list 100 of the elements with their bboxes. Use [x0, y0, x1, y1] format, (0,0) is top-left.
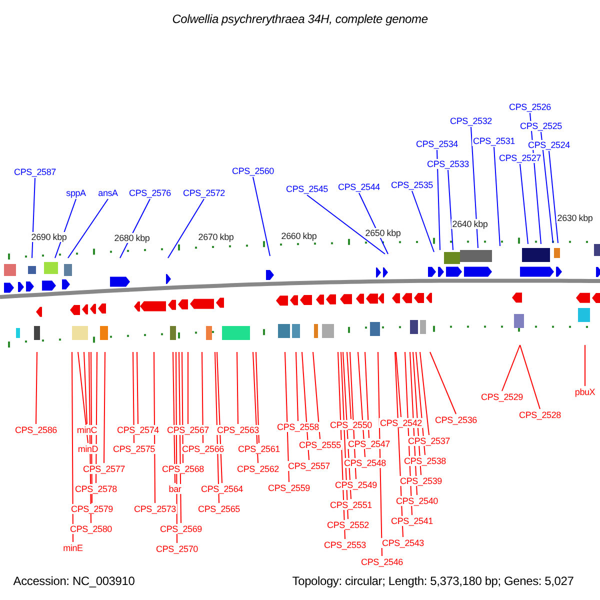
- gene-label: CPS_2587: [13, 167, 57, 177]
- gene-label: CPS_2578: [74, 484, 118, 494]
- leader-line: [584, 344, 586, 386]
- gene-label: pbuX: [574, 387, 596, 397]
- leader-line: [494, 146, 500, 246]
- gene-label: CPS_2545: [285, 184, 329, 194]
- gene-label: CPS_2562: [236, 464, 280, 474]
- gene-label: CPS_2524: [527, 140, 571, 150]
- leader-line: [202, 352, 204, 444]
- gene-label: CPS_2539: [399, 476, 443, 486]
- leader-line: [420, 352, 430, 436]
- gene-label: CPS_2569: [159, 524, 203, 534]
- gene-label: CPS_2572: [182, 188, 226, 198]
- scale-label: 2630 kbp: [556, 213, 594, 223]
- leader-line: [364, 352, 370, 438]
- gene-label: CPS_2576: [128, 188, 172, 198]
- gene-label: CPS_2560: [231, 166, 275, 176]
- gene-label: CPS_2551: [329, 500, 373, 510]
- gene-label: CPS_2529: [480, 392, 524, 402]
- gene-label: CPS_2535: [390, 180, 434, 190]
- gene-label: minD: [76, 444, 100, 454]
- leader-line: [548, 150, 558, 244]
- leader-line: [36, 352, 38, 424]
- leader-line: [136, 352, 138, 424]
- scale-label: 2650 kbp: [364, 228, 402, 238]
- leader-line: [154, 352, 156, 504]
- leader-line: [72, 352, 74, 542]
- gene-label: CPS_2541: [390, 516, 434, 526]
- gene-label: minE: [62, 543, 84, 553]
- leader-line: [84, 352, 88, 424]
- gene-label: CPS_2565: [197, 504, 241, 514]
- leader-line: [520, 164, 528, 244]
- gene-label: CPS_2532: [449, 116, 493, 126]
- scale-label: 2670 kbp: [197, 232, 235, 242]
- gene-label: CPS_2570: [155, 544, 199, 554]
- footer-text: Topology: circular; Length: 5,373,180 bp; Genes: 5,027: [291, 576, 575, 586]
- gene-label: CPS_2528: [518, 410, 562, 420]
- scale-label: 2690 kbp: [30, 232, 68, 242]
- gene-label: CPS_2546: [360, 557, 404, 567]
- gene-label: CPS_2536: [434, 415, 478, 425]
- leader-line: [252, 176, 270, 256]
- diagram-title: Colwellia psychrerythraea 34H, complete genome: [171, 14, 429, 24]
- gene-label: CPS_2573: [133, 504, 177, 514]
- leader-line: [448, 170, 454, 250]
- footer-text: Accession: NC_003910: [12, 576, 136, 586]
- gene-label: CPS_2537: [407, 436, 451, 446]
- gene-label: CPS_2534: [415, 139, 459, 149]
- gene-label: CPS_2586: [14, 425, 58, 435]
- gene-label: CPS_2580: [69, 524, 113, 534]
- gene-label: CPS_2550: [329, 420, 373, 430]
- gene-label: CPS_2543: [381, 538, 425, 548]
- leader-line: [520, 344, 540, 410]
- gene-label: CPS_2540: [395, 496, 439, 506]
- leader-line: [68, 198, 108, 258]
- gene-label: CPS_2577: [82, 464, 126, 474]
- gene-label: CPS_2552: [326, 520, 370, 530]
- gene-label: CPS_2553: [323, 540, 367, 550]
- leader-line: [306, 194, 386, 254]
- gene-label: CPS_2525: [519, 121, 563, 131]
- leader-line: [96, 352, 98, 484]
- gene-label: CPS_2527: [498, 153, 542, 163]
- leader-line: [256, 352, 260, 444]
- gene-label: sppA: [65, 188, 87, 198]
- leader-line: [178, 352, 182, 524]
- leader-line: [172, 352, 176, 484]
- leader-line: [216, 352, 222, 484]
- gene-label: CPS_2559: [267, 483, 311, 493]
- gene-label: CPS_2557: [287, 461, 331, 471]
- gene-label: CPS_2533: [426, 159, 470, 169]
- gene-label: CPS_2563: [216, 425, 260, 435]
- gene-label: CPS_2548: [343, 458, 387, 468]
- gene-label: CPS_2558: [276, 422, 320, 432]
- leader-line: [236, 352, 238, 424]
- leader-line: [296, 352, 298, 422]
- gene-label: CPS_2575: [112, 444, 156, 454]
- leader-line: [396, 352, 402, 418]
- gene-label: CPS_2555: [298, 440, 342, 450]
- leader-line: [32, 178, 36, 258]
- gene-label: CPS_2567: [166, 425, 210, 435]
- leader-line: [436, 150, 440, 250]
- scale-label: 2680 kbp: [113, 233, 151, 243]
- gene-label: CPS_2574: [116, 425, 160, 435]
- gene-label: ansA: [97, 188, 119, 198]
- gene-label: CPS_2531: [472, 136, 516, 146]
- gene-label: CPS_2542: [379, 418, 423, 428]
- leader-line: [104, 352, 106, 464]
- gene-label: CPS_2544: [337, 182, 381, 192]
- leader-line: [540, 132, 554, 244]
- gene-label: minC: [76, 425, 98, 435]
- gene-label: CPS_2549: [334, 480, 378, 490]
- leader-line: [470, 126, 478, 248]
- gene-label: CPS_2547: [347, 439, 391, 449]
- gene-label: CPS_2568: [161, 464, 205, 474]
- gene-label: CPS_2566: [181, 444, 225, 454]
- leader-line: [412, 190, 434, 252]
- leader-line: [312, 352, 320, 440]
- leader-line: [78, 352, 88, 444]
- gene-label: CPS_2526: [508, 102, 552, 112]
- leader-line: [132, 352, 134, 444]
- leader-line: [346, 352, 352, 420]
